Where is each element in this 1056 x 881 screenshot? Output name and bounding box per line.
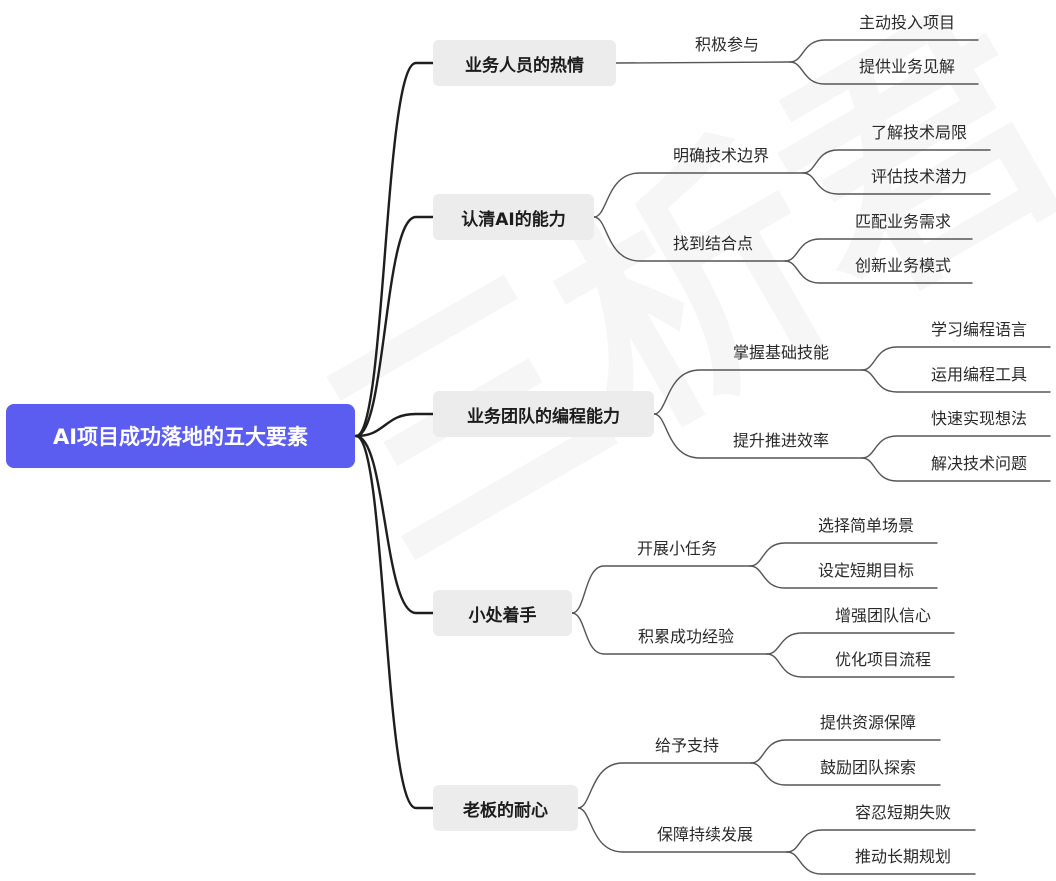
leaf-node-2-0-1[interactable]: 运用编程工具 (930, 365, 1027, 384)
leaf-link-3-1-0 (766, 632, 955, 655)
leaf-link-3-0-1 (749, 565, 938, 589)
branch-node-2[interactable]: 业务团队的编程能力 (433, 391, 654, 437)
sub-node-3-1[interactable]: 积累成功经验 (637, 627, 734, 646)
leaf-link-4-0-1 (750, 762, 941, 786)
leaf-link-3-0-0 (749, 542, 938, 567)
sub-node-2-1[interactable]: 提升推进效率 (732, 431, 829, 450)
sub-node-0-0[interactable]: 积极参与 (694, 35, 759, 54)
sub-node-3-0[interactable]: 开展小任务 (636, 539, 717, 558)
root-link-3 (354, 434, 435, 615)
leaf-node-4-0-0[interactable]: 提供资源保障 (819, 713, 916, 732)
sub-node-4-0[interactable]: 给予支持 (654, 736, 719, 755)
leaf-node-1-1-1[interactable]: 创新业务模式 (854, 256, 951, 275)
branch-link-1-1 (593, 216, 786, 262)
root-link-2 (354, 412, 435, 438)
leaf-link-2-0-0 (861, 346, 1051, 371)
leaf-link-1-1-1 (784, 260, 973, 284)
sub-node-2-0[interactable]: 掌握基础技能 (732, 343, 829, 362)
leaf-node-3-0-1[interactable]: 设定短期目标 (817, 561, 914, 580)
branch-link-1-0 (593, 172, 804, 218)
leaf-node-3-1-1[interactable]: 优化项目流程 (834, 650, 931, 669)
leaf-link-4-1-1 (786, 851, 976, 875)
branch-link-3-0 (571, 565, 751, 614)
leaf-link-0-0-1 (789, 61, 979, 85)
leaf-node-4-0-1[interactable]: 鼓励团队探索 (819, 758, 916, 777)
leaf-node-2-1-1[interactable]: 解决技术问题 (930, 454, 1027, 473)
branch-link-4-0 (577, 762, 752, 809)
leaf-link-2-0-1 (861, 369, 1051, 393)
leaf-node-4-1-0[interactable]: 容忍短期失败 (854, 803, 951, 822)
leaf-node-1-1-0[interactable]: 匹配业务需求 (854, 212, 951, 231)
root-link-0 (354, 61, 435, 438)
sub-node-1-1[interactable]: 找到结合点 (672, 234, 753, 253)
root-link-4 (354, 434, 435, 810)
leaf-node-3-0-0[interactable]: 选择简单场景 (817, 516, 914, 535)
branch-link-4-1 (577, 807, 788, 853)
leaf-link-1-1-0 (784, 238, 973, 262)
branch-node-1[interactable]: 认清AI的能力 (433, 194, 594, 240)
branch-link-3-1 (571, 612, 768, 655)
root-link-1 (354, 215, 435, 438)
leaf-link-0-0-0 (789, 39, 979, 63)
sub-node-4-1[interactable]: 保障持续发展 (656, 825, 753, 844)
branch-node-4[interactable]: 老板的耐心 (433, 785, 578, 831)
branch-link-0-0 (615, 61, 791, 64)
leaf-node-1-0-1[interactable]: 评估技术潜力 (870, 167, 967, 186)
branch-link-2-0 (653, 369, 863, 415)
leaf-node-2-1-0[interactable]: 快速实现想法 (930, 409, 1027, 428)
branch-node-0[interactable]: 业务人员的热情 (433, 40, 616, 86)
leaf-node-3-1-0[interactable]: 增强团队信心 (834, 606, 931, 625)
leaf-node-1-0-0[interactable]: 了解技术局限 (870, 123, 967, 142)
leaf-link-3-1-1 (766, 653, 955, 678)
leaf-node-0-0-1[interactable]: 提供业务见解 (858, 57, 955, 76)
branch-link-2-1 (653, 413, 863, 459)
leaf-node-2-0-0[interactable]: 学习编程语言 (930, 320, 1027, 339)
leaf-link-4-0-0 (750, 739, 941, 764)
leaf-node-4-1-1[interactable]: 推动长期规划 (854, 847, 951, 866)
leaf-link-4-1-0 (786, 829, 976, 853)
sub-node-1-0[interactable]: 明确技术边界 (672, 146, 769, 165)
leaf-link-2-1-1 (861, 457, 1051, 482)
leaf-link-1-0-0 (802, 149, 991, 174)
leaf-node-0-0-0[interactable]: 主动投入项目 (858, 13, 955, 32)
root-node[interactable]: AI项目成功落地的五大要素 (6, 404, 355, 468)
leaf-link-2-1-0 (861, 435, 1051, 459)
branch-node-3[interactable]: 小处着手 (433, 590, 572, 636)
leaf-link-1-0-1 (802, 172, 991, 195)
